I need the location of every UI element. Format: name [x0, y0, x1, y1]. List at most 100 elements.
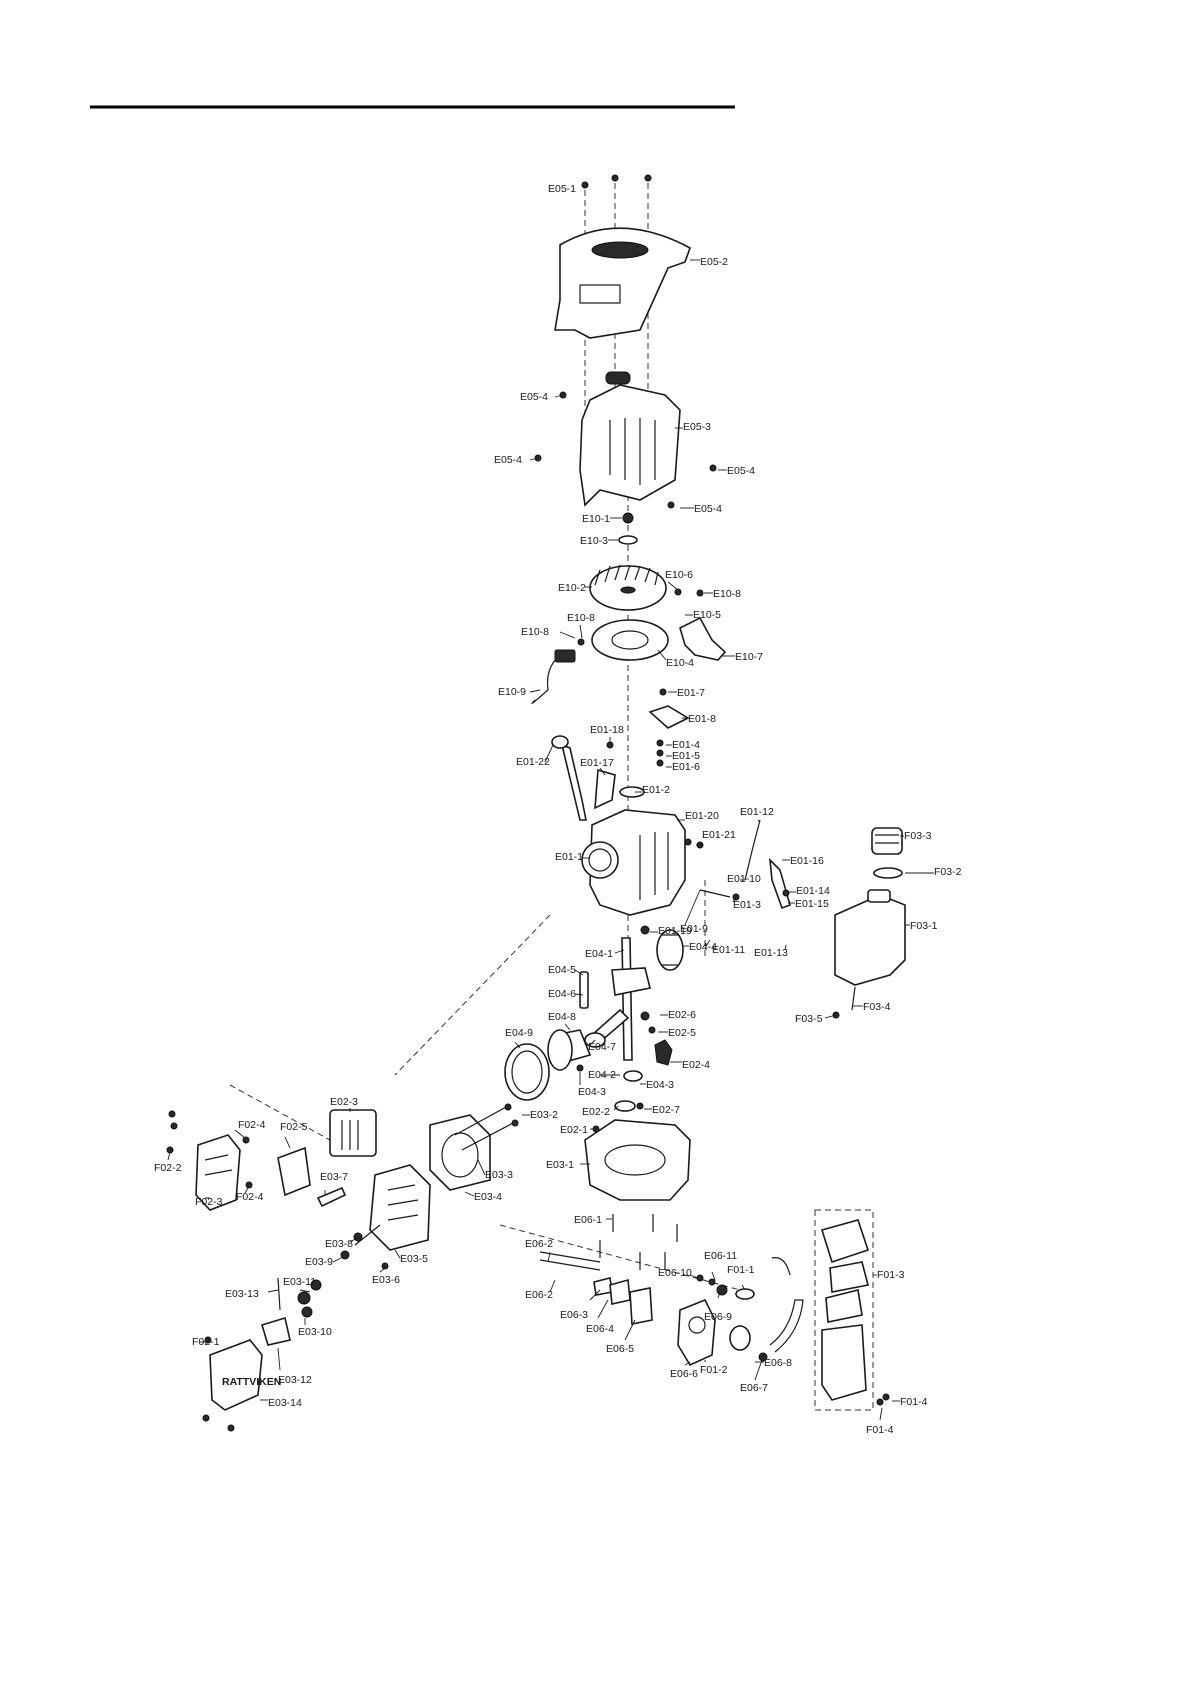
- part-label-e06-2: E06-2: [525, 1289, 553, 1301]
- part-label-e01-20: E01-20: [685, 810, 719, 822]
- shroud-vent: [591, 241, 649, 259]
- leader-lines: [167, 259, 934, 1421]
- part-label-e03-2: E03-2: [530, 1109, 558, 1121]
- crankcase-cover: [584, 1119, 691, 1201]
- leader-line: [267, 1289, 279, 1293]
- leader-line: [754, 1359, 763, 1381]
- part-label-e03-10: E03-10: [298, 1326, 332, 1338]
- leader-line: [514, 1041, 521, 1049]
- leader-line: [613, 1105, 619, 1111]
- oil-pump-gear: [654, 1039, 673, 1066]
- leader-line: [574, 993, 584, 996]
- air-filter-element: [277, 1146, 311, 1197]
- crankcase: [589, 809, 686, 916]
- crankshaft: [621, 937, 633, 1061]
- part-label-e03-11: E03-11: [283, 1276, 316, 1288]
- shroud-assembly: [534, 174, 717, 509]
- part-label-e10-6: E10-6: [665, 569, 693, 581]
- leader-line: [549, 1279, 556, 1293]
- cylinder-head: [369, 1164, 431, 1251]
- leader-line: [349, 1237, 358, 1243]
- dipstick: [560, 743, 587, 821]
- part-label-e06-6: E06-6: [670, 1368, 698, 1380]
- part-label-e02-1: E02-1: [560, 1124, 588, 1136]
- part-label-f01-3: F01-3: [877, 1269, 905, 1281]
- part-label-e01-1: E01-1: [555, 851, 583, 863]
- leader-line: [824, 1014, 837, 1019]
- leader-line: [277, 1347, 281, 1371]
- leader-line: [732, 896, 737, 903]
- part-label-e03-4: E03-4: [474, 1191, 502, 1203]
- leader-line: [544, 744, 554, 763]
- part-label-f03-5: F03-5: [795, 1013, 823, 1025]
- engine-shroud: [554, 227, 691, 339]
- leader-line: [559, 631, 576, 639]
- part-label-f02-1: F02-1: [192, 1336, 220, 1348]
- leader-line: [589, 1039, 596, 1046]
- part-label-f03-1: F03-1: [910, 920, 938, 932]
- part-label-e01-8: E01-8: [688, 713, 716, 725]
- leader-line: [624, 1319, 636, 1341]
- part-label-e02-7: E02-7: [652, 1104, 680, 1116]
- leader-line: [599, 767, 606, 776]
- part-label-e06-8: E06-8: [764, 1357, 792, 1369]
- part-label-e04-6: E04-6: [548, 988, 576, 1000]
- valve-cover: [209, 1339, 263, 1411]
- part-label-f01-4: F01-4: [866, 1424, 894, 1436]
- part-label-e04-9: E04-9: [505, 1027, 533, 1039]
- crankcase-assembly: [551, 688, 791, 935]
- part-label-e01-14: E01-14: [796, 885, 830, 897]
- part-label-e06-9: E06-9: [704, 1311, 732, 1323]
- part-label-e10-8: E10-8: [521, 626, 549, 638]
- part-label-f02-4: F02-4: [236, 1191, 264, 1203]
- part-label-e04-8: E04-8: [548, 1011, 576, 1023]
- part-label-e10-4: E10-4: [666, 657, 694, 669]
- leader-line: [234, 1129, 246, 1139]
- part-label-e06-3: E06-3: [560, 1309, 588, 1321]
- part-label-e02-5: E02-5: [668, 1027, 696, 1039]
- part-label-f02-3: F02-3: [195, 1196, 223, 1208]
- fan-housing-handle: [605, 371, 631, 385]
- part-label-f01-4: F01-4: [900, 1396, 928, 1408]
- part-label-e05-3: E05-3: [683, 421, 711, 433]
- part-label-e10-7: E10-7: [735, 651, 763, 663]
- part-label-e10-2: E10-2: [558, 582, 586, 594]
- part-label-e01-13: E01-13: [754, 947, 788, 959]
- leader-line: [684, 1361, 691, 1366]
- shroud-screw: [581, 181, 589, 189]
- part-label-e01-9: E01-9: [680, 923, 708, 935]
- leader-line: [879, 1407, 883, 1421]
- air-filter-cartridge: [825, 1289, 863, 1323]
- flywheel-assembly: [531, 512, 727, 704]
- part-label-e10-9: E10-9: [498, 686, 526, 698]
- part-label-e10-8: E10-8: [713, 588, 741, 600]
- crankshaft-assembly: [504, 929, 691, 1270]
- part-label-e04-1: E04-1: [585, 948, 613, 960]
- air-box-base: [821, 1324, 867, 1401]
- part-label-e06-4: E06-4: [586, 1323, 614, 1335]
- part-label-e01-12: E01-12: [740, 806, 774, 818]
- cylinder-head-assembly: RATTVIKEN: [166, 1103, 519, 1432]
- part-label-e04-3: E04-3: [578, 1086, 606, 1098]
- part-label-e03-13: E03-13: [225, 1288, 259, 1300]
- part-label-e05-1: E05-1: [548, 183, 576, 195]
- part-label-e02-3: E02-3: [330, 1096, 358, 1108]
- part-label-e10-3: E10-3: [580, 535, 608, 547]
- stop-wire: [531, 654, 561, 704]
- part-label-e05-4: E05-4: [494, 454, 522, 466]
- part-label-e01-6: E01-6: [672, 761, 700, 773]
- part-label-e01-3: E01-3: [733, 899, 761, 911]
- fuel-tank: [834, 894, 906, 986]
- part-label-e01-4: E01-4: [672, 739, 700, 751]
- part-label-e01-11: E01-11: [712, 944, 745, 956]
- filter-box-outline: [814, 1209, 874, 1411]
- part-label-e10-8: E10-8: [567, 612, 595, 624]
- leader-line: [332, 1256, 344, 1263]
- part-label-e05-4: E05-4: [694, 503, 722, 515]
- part-label-e01-16: E01-16: [790, 855, 824, 867]
- leader-line: [464, 1191, 475, 1197]
- breather-hose: [769, 1299, 804, 1353]
- cylinder-gasket: [429, 1114, 491, 1191]
- part-label-f02-2: F02-2: [154, 1162, 182, 1174]
- part-label-e06-5: E06-5: [606, 1343, 634, 1355]
